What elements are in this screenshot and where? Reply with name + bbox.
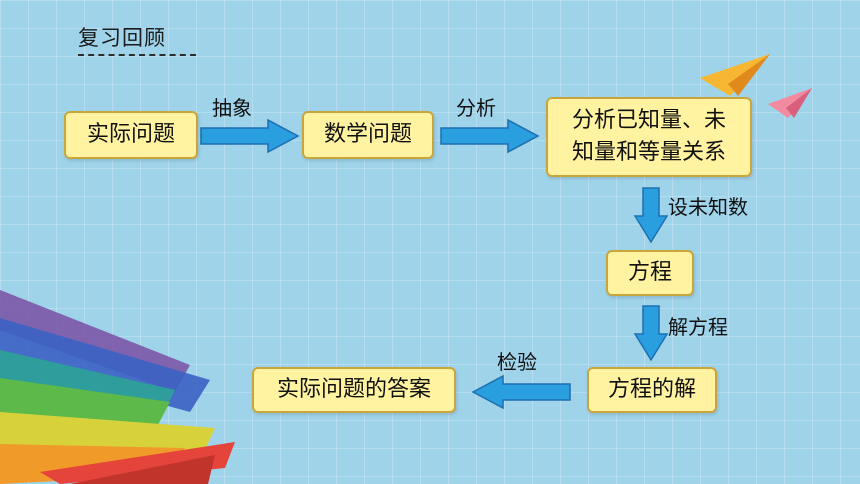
title-underline — [78, 54, 196, 56]
arrow-verify — [471, 374, 571, 410]
edge-label-analyze: 分析 — [456, 96, 496, 120]
arrow-set-unknown — [633, 187, 669, 244]
node-real-answer: 实际问题的答案 — [252, 367, 456, 413]
paper-plane-small-icon — [768, 88, 812, 118]
edge-label-verify: 检验 — [497, 350, 537, 374]
edge-label-abstract: 抽象 — [212, 96, 252, 120]
node-real-problem: 实际问题 — [64, 111, 198, 159]
arrow-solve — [633, 305, 669, 362]
edge-label-set-unknown: 设未知数 — [668, 195, 748, 219]
node-math-problem: 数学问题 — [302, 111, 434, 159]
node-analyze: 分析已知量、未 知量和等量关系 — [546, 97, 752, 177]
slide-title: 复习回顾 — [78, 26, 166, 50]
arrow-analyze — [440, 118, 540, 154]
paper-plane-icon — [700, 54, 770, 96]
edge-label-solve: 解方程 — [668, 315, 728, 339]
arrow-abstract — [200, 118, 300, 154]
node-solution: 方程的解 — [587, 367, 717, 413]
node-equation: 方程 — [606, 250, 694, 296]
node-analyze-line1: 分析已知量、未 — [571, 108, 726, 134]
node-analyze-line2: 知量和等量关系 — [571, 140, 726, 165]
